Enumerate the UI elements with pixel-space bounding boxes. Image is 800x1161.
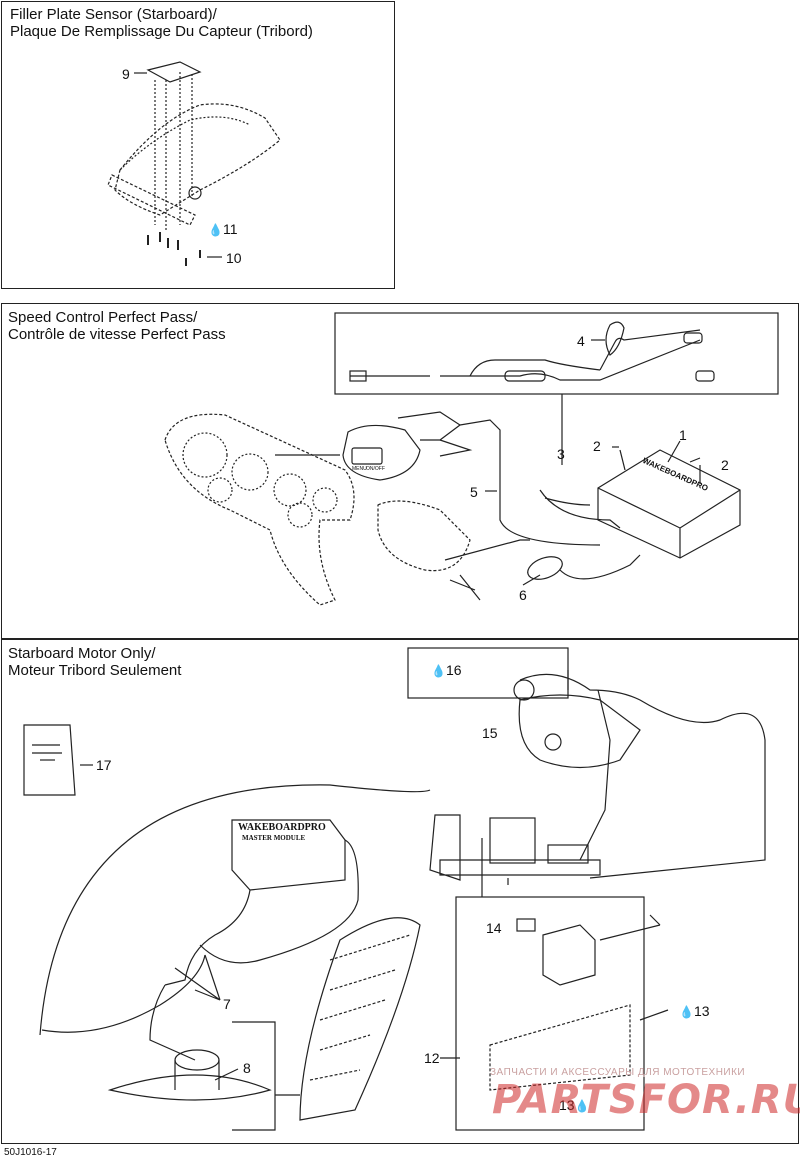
water-drop-icon: 💧: [679, 1005, 694, 1019]
panel-title-motor: Starboard Motor Only/ Moteur Tribord Seu…: [8, 645, 182, 679]
callout-11[interactable]: 💧11: [208, 222, 238, 237]
panel-starboard-motor: [1, 639, 799, 1144]
callout-17[interactable]: 17: [96, 757, 112, 773]
callout-11-label: 11: [222, 221, 238, 237]
panel-filler-plate: [1, 1, 395, 289]
callout-10[interactable]: 10: [226, 250, 242, 266]
callout-14[interactable]: 14: [486, 920, 502, 936]
callout-16[interactable]: 💧16: [431, 663, 462, 678]
gauge-onoff-label: ON/OFF: [366, 466, 385, 472]
callout-2a[interactable]: 2: [593, 438, 601, 454]
callout-5[interactable]: 5: [470, 484, 478, 500]
watermark-logo: PARTSFOR.RU: [492, 1077, 800, 1123]
water-drop-icon: 💧: [574, 1099, 590, 1113]
module-name-label: MASTER MODULE: [242, 834, 306, 842]
panel-title-speed: Speed Control Perfect Pass/ Contrôle de …: [8, 309, 226, 343]
watermark-subtitle: ЗАПЧАСТИ И АКСЕССУАРЫ ДЛЯ МОТОТЕХНИКИ: [490, 1067, 746, 1078]
panel-speed-control: [1, 303, 799, 639]
panel-title-filler: Filler Plate Sensor (Starboard)/ Plaque …: [10, 6, 313, 40]
callout-3[interactable]: 3: [557, 446, 565, 462]
callout-4[interactable]: 4: [577, 333, 585, 349]
callout-9[interactable]: 9: [122, 66, 130, 82]
filler-plate-drawing: [107, 61, 281, 266]
callout-13a-label: 13: [693, 1003, 710, 1019]
speed-control-drawing: [164, 312, 779, 606]
callout-13b[interactable]: 13💧: [559, 1098, 590, 1113]
callout-15[interactable]: 15: [482, 725, 498, 741]
water-drop-icon: 💧: [208, 223, 223, 237]
callout-13a[interactable]: 💧13: [679, 1004, 710, 1019]
module-brand-label-2: WAKEBOARDPRO: [238, 822, 326, 833]
figure-code: 50J1016-17: [4, 1147, 57, 1158]
callout-2b[interactable]: 2: [721, 457, 729, 473]
callout-13b-label: 13: [559, 1097, 575, 1113]
callout-8[interactable]: 8: [243, 1060, 251, 1076]
callout-12[interactable]: 12: [424, 1050, 440, 1066]
callout-16-label: 16: [445, 662, 462, 678]
callout-6[interactable]: 6: [519, 587, 527, 603]
gauge-menu-label: MENU: [352, 466, 367, 472]
callout-7[interactable]: 7: [223, 996, 231, 1012]
callout-1[interactable]: 1: [679, 427, 687, 443]
water-drop-icon: 💧: [431, 664, 446, 678]
starboard-motor-drawing: [23, 647, 766, 1131]
